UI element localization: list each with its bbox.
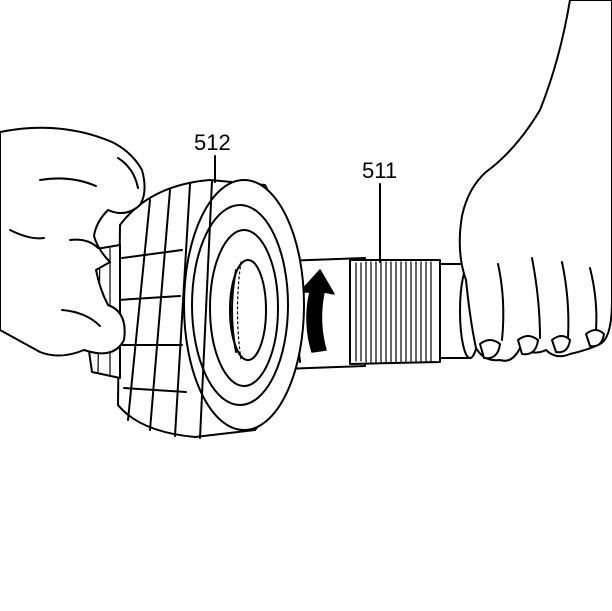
callout-512: 512	[194, 130, 231, 183]
callout-511-label: 511	[362, 158, 397, 183]
right-hand	[458, 0, 612, 362]
callout-511: 511	[362, 158, 397, 263]
shaft-spline-teeth	[355, 261, 432, 363]
drum-teeth	[117, 180, 213, 439]
callout-512-label: 512	[194, 130, 231, 155]
rotation-arrow	[299, 269, 335, 353]
clutch-housing-512	[85, 179, 305, 439]
left-hand	[0, 126, 146, 357]
